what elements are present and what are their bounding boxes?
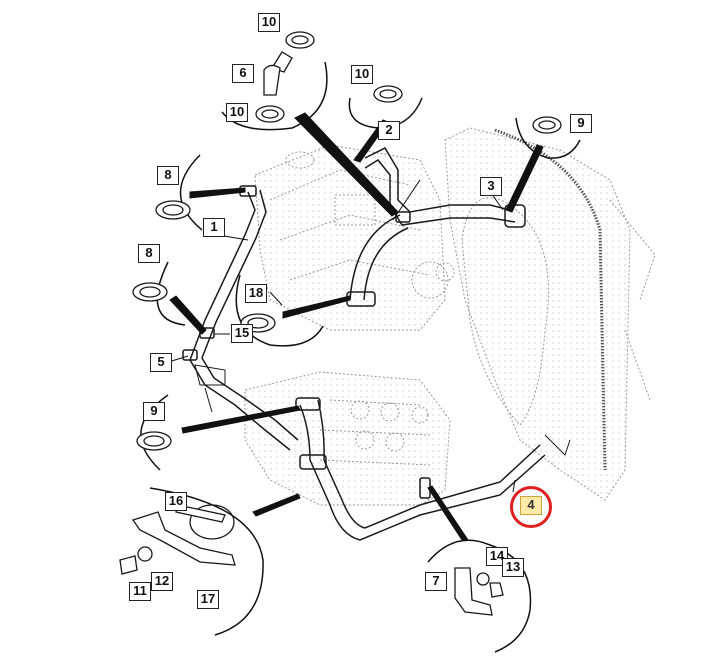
exploded-parts (119, 31, 562, 616)
callout-6[interactable]: 6 (232, 64, 254, 83)
callout-8-mid[interactable]: 8 (138, 244, 160, 263)
callout-10-right[interactable]: 10 (351, 65, 373, 84)
callout-9-top[interactable]: 9 (570, 114, 592, 133)
callout-18[interactable]: 18 (245, 284, 267, 303)
callout-2[interactable]: 2 (378, 121, 400, 140)
callout-10-top[interactable]: 10 (258, 13, 280, 32)
callout-7[interactable]: 7 (425, 572, 447, 591)
callout-8-top[interactable]: 8 (157, 166, 179, 185)
callout-1[interactable]: 1 (203, 218, 225, 237)
callout-9-left[interactable]: 9 (143, 402, 165, 421)
callout-15[interactable]: 15 (231, 324, 253, 343)
callout-12[interactable]: 12 (151, 572, 173, 591)
callout-16[interactable]: 16 (165, 492, 187, 511)
callout-17[interactable]: 17 (197, 590, 219, 609)
callout-5[interactable]: 5 (150, 353, 172, 372)
highlight-ring-part-4 (510, 486, 552, 528)
radiator-fan-shroud (444, 127, 656, 501)
callout-13[interactable]: 13 (502, 558, 524, 577)
callout-3[interactable]: 3 (480, 177, 502, 196)
leader-lines (164, 112, 544, 541)
callout-10-left[interactable]: 10 (226, 103, 248, 122)
callout-11[interactable]: 11 (129, 582, 151, 601)
